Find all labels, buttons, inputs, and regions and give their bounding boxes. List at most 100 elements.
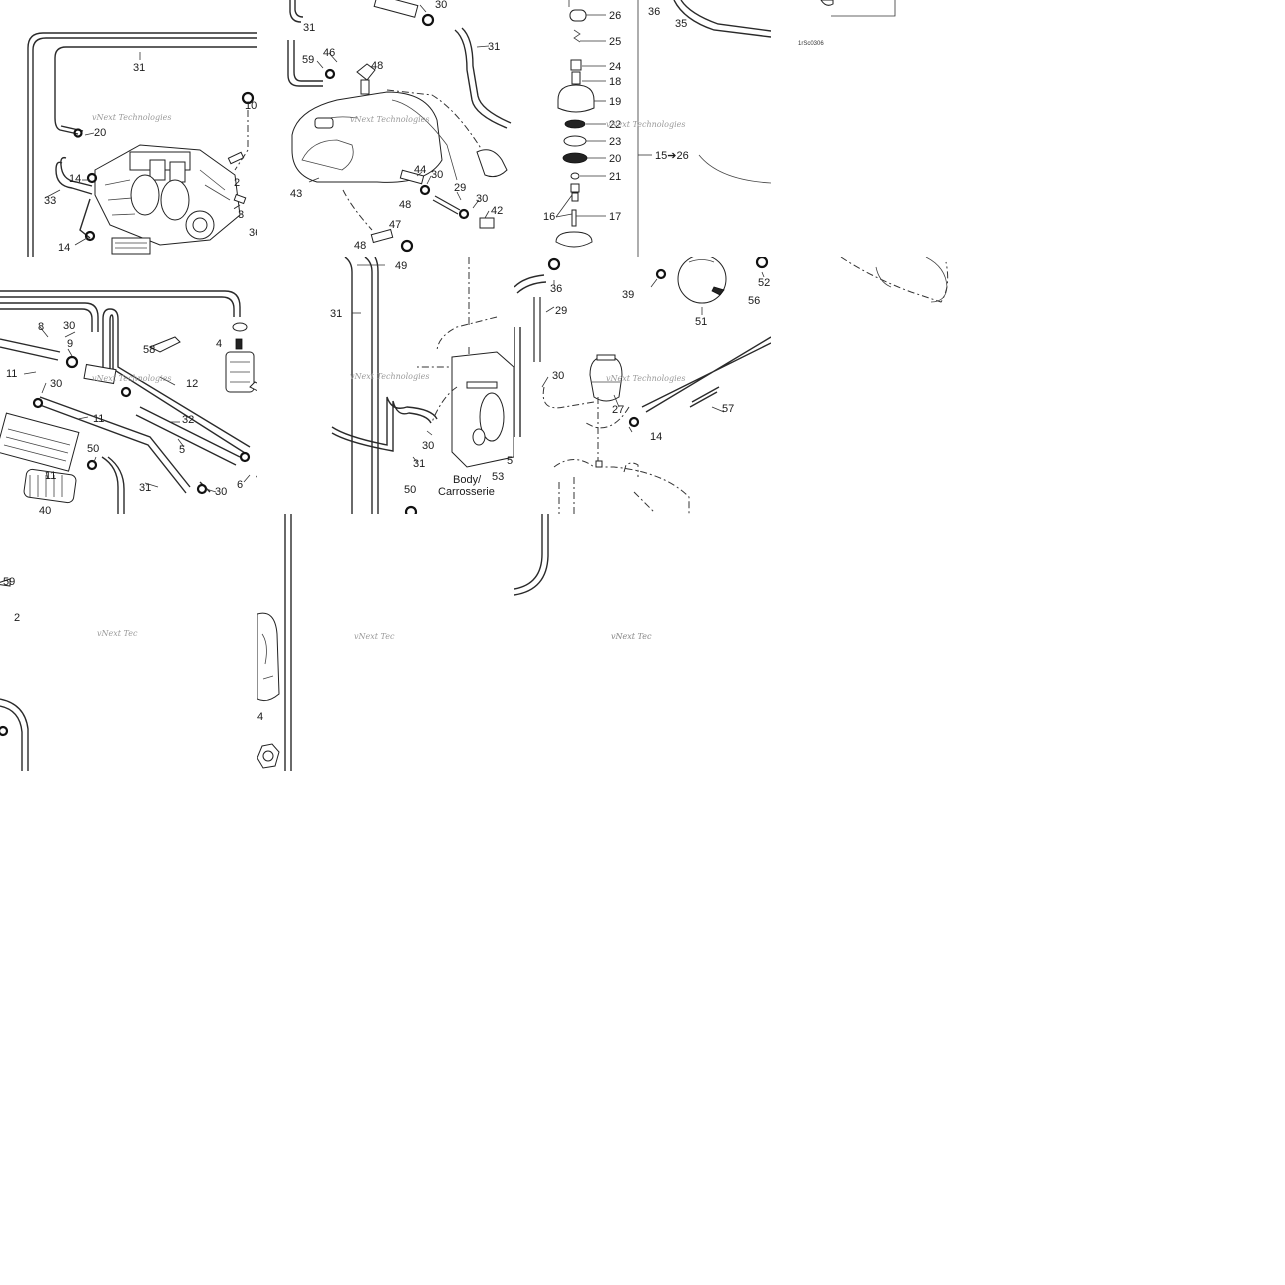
callout-label: 44 (414, 164, 426, 176)
callout-label: 17 (609, 211, 621, 223)
cap-assembly-icon (555, 9, 595, 248)
watermark: vNext Technologies (606, 120, 685, 129)
callout-label: 30 (552, 370, 564, 382)
callout-label: 14 (69, 173, 81, 185)
watermark: vNext Tec (97, 629, 138, 638)
callout-label: 21 (609, 171, 621, 183)
callout-label: 19 (609, 96, 621, 108)
callout-label: 9 (67, 338, 73, 350)
watermark: vNext Technologies (92, 113, 171, 122)
callout-label: 10 (245, 100, 257, 112)
callout-label: 18 (609, 76, 621, 88)
callout-label: 30 (476, 193, 488, 205)
callout-label: 30 (50, 378, 62, 390)
diagram-code: 1rSc0306 (798, 41, 824, 47)
watermark: vNext Tec (354, 632, 395, 641)
callout-label: 36 (249, 227, 257, 239)
diagram-tile-lower-middle: 4 vNext Tec (257, 514, 514, 771)
callout-label: 51 (695, 316, 707, 328)
callout-label: 30 (422, 440, 434, 452)
callout-label: 5 (507, 455, 513, 467)
diagram-tile-body: 49 31 30 31 50 53 5 Body/ Carrosserie vN… (257, 257, 514, 514)
callout-label: 4 (257, 711, 263, 723)
callout-label: 39 (622, 289, 634, 301)
callout-label: 49 (395, 260, 407, 272)
watermark: vNext Tec (611, 632, 652, 641)
diagram-tile-pipes: 8 30 9 11 30 12 11 58 4 30 37 38 32 5 30… (0, 257, 257, 514)
engine-block-icon (94, 144, 241, 255)
callout-label: 14 (650, 431, 662, 443)
diagram-tile-reservoir: 30 31 31 46 59 48 43 44 30 29 30 42 48 4… (257, 0, 514, 257)
watermark-layer: vNext Tec (611, 632, 652, 641)
callout-label: 12 (186, 378, 198, 390)
callout-label: 50 (404, 484, 416, 496)
callout-label: 36 (648, 6, 660, 18)
callout-label: 42 (491, 205, 503, 217)
watermark: vNext Technologies (606, 374, 685, 383)
callout-label: 59 (302, 54, 314, 66)
callout-label: 48 (399, 199, 411, 211)
reservoir-tank-icon (291, 63, 443, 183)
callout-label: 31 (133, 62, 145, 74)
watermark: vNext Technologies (350, 115, 429, 124)
callout-label: 31 (413, 458, 425, 470)
callout-label: 31 (303, 22, 315, 34)
callout-label: 16 (543, 211, 555, 223)
heat-exchanger-icon (0, 412, 80, 504)
callout-label: 3 (238, 209, 244, 221)
callout-label: 6 (237, 479, 243, 491)
callout-label: 35 (675, 18, 687, 30)
callout-label: 48 (371, 60, 383, 72)
callout-label: 2 (14, 612, 20, 624)
diagram-tile-cap-assembly: 26 25 24 18 19 22 23 20 21 16 17 36 35 1… (514, 0, 771, 257)
callout-label: 5 (179, 444, 185, 456)
callout-label: 20 (609, 153, 621, 165)
callout-label: 4 (216, 338, 222, 350)
expansion-tank-icon (677, 257, 727, 304)
callout-label: 2 (234, 177, 240, 189)
callout-label: 31 (330, 308, 342, 320)
callout-label: 26 (609, 10, 621, 22)
callout-label: 30 (215, 486, 227, 498)
body-label: Carrosserie (438, 486, 495, 498)
diagram-tile-lower-center: vNext Tec (514, 514, 771, 771)
callout-label: 22 (609, 119, 621, 131)
callout-label: 29 (454, 182, 466, 194)
callout-label: 30 (435, 0, 447, 11)
callout-label: 11 (6, 368, 17, 380)
callout-label: 33 (44, 195, 56, 207)
callout-label: 8 (38, 321, 44, 333)
callout-label: 47 (389, 219, 401, 231)
callout-label: 23 (609, 136, 621, 148)
body-panel-icon (451, 351, 514, 468)
diagram-tile-code: 1rSc0306 (771, 0, 1028, 257)
callout-label: 43 (290, 188, 302, 200)
callout-label: 27 (612, 404, 624, 416)
callout-label: 52 (758, 277, 770, 289)
callout-label: 59 (3, 576, 15, 588)
watermark: vNext Technologies (350, 372, 429, 381)
callout-label: 56 (748, 295, 760, 307)
callout-label: 40 (39, 505, 51, 514)
callout-label: 31 (139, 482, 151, 494)
callout-label: 20 (94, 127, 106, 139)
callout-label: 50 (87, 443, 99, 455)
diagram-tile-expansion-tank: 36 29 39 52 51 56 30 27 14 57 55 vNext T… (514, 257, 771, 514)
diagram-tile-engine: 31 20 10 14 2 33 3 14 36 vNext Technolog… (0, 0, 257, 257)
callout-label: 31 (488, 41, 500, 53)
callout-label: 29 (555, 305, 567, 317)
callout-label: 25 (609, 36, 621, 48)
watermark: vNext Technologies (92, 374, 171, 383)
watermark: vNext Tec (611, 632, 652, 641)
callout-label: 24 (609, 61, 621, 73)
callout-label: 32 (182, 414, 194, 426)
diagram-tile-cylinder (771, 257, 1028, 514)
callout-label: 11 (45, 470, 56, 482)
callout-label: 36 (550, 283, 562, 295)
callout-label: 57 (722, 403, 734, 415)
callout-label: 14 (58, 242, 70, 254)
callout-label: 53 (492, 471, 504, 483)
callout-label: 48 (354, 240, 366, 252)
callout-label: 30 (431, 169, 443, 181)
